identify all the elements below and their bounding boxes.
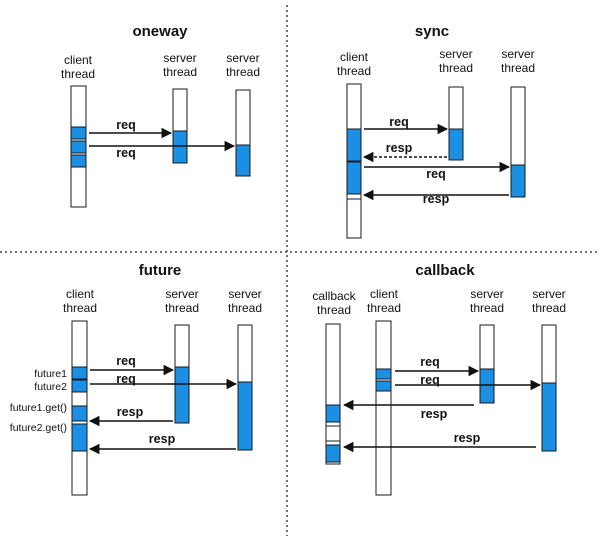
server-thread-2-label-line1: server — [501, 47, 534, 61]
panel-title: sync — [415, 23, 449, 40]
client-thread-label-line2: thread — [367, 301, 401, 315]
server-thread-1-label-line1: server — [439, 47, 472, 61]
client-active-block — [70, 154, 87, 168]
callback-thread-label-line2: thread — [317, 303, 351, 317]
server-2-active-block — [541, 382, 557, 452]
client-thread-label-line1: client — [340, 50, 369, 64]
server-thread-1-label-line2: thread — [163, 65, 197, 79]
panel-sync: sync client thread server thread server … — [337, 23, 535, 239]
panel-title: future — [139, 262, 182, 279]
callback-thread-label-line1: callback — [312, 289, 356, 303]
client-active-block — [70, 126, 87, 140]
server-thread-2-label-line2: thread — [226, 65, 260, 79]
resp-label: resp — [421, 407, 448, 421]
panel-callback: callback callback thread client thread s… — [312, 262, 566, 496]
req-label: req — [116, 118, 135, 132]
server-thread-1-label-line2: thread — [470, 301, 504, 315]
resp-label: resp — [149, 432, 176, 446]
future1-label: future1 — [34, 368, 67, 380]
panel-title: callback — [415, 262, 475, 279]
server-thread-2-label-line2: thread — [501, 61, 535, 75]
client-thread-label-line2: thread — [61, 67, 95, 81]
req-label: req — [116, 372, 135, 386]
client-active-block — [71, 379, 88, 393]
req-label: req — [420, 373, 439, 387]
callback-idle-block — [325, 425, 341, 442]
client-active-block — [71, 366, 88, 380]
server-1-active-block — [172, 130, 188, 164]
req-label: req — [116, 146, 135, 160]
client-lifeline-tail — [346, 198, 362, 239]
req-label: req — [389, 115, 408, 129]
panel-future: future client thread server thread serve… — [10, 262, 262, 496]
server-thread-2-label-line2: thread — [532, 301, 566, 315]
panel-oneway: oneway client thread server thread serve… — [61, 23, 260, 208]
client-active-block — [375, 380, 392, 392]
req-label: req — [426, 167, 445, 181]
server-thread-2-label-line1: server — [228, 287, 261, 301]
client-active-block — [71, 405, 88, 422]
client-active-block — [71, 423, 88, 452]
callback-active-block — [325, 404, 341, 423]
server-2-active-block — [237, 381, 253, 451]
client-lifeline — [375, 320, 392, 496]
client-thread-label-line2: thread — [63, 301, 97, 315]
req-label: req — [420, 355, 439, 369]
server-thread-1-label-line2: thread — [165, 301, 199, 315]
server-thread-2-label-line1: server — [226, 51, 259, 65]
server-2-active-block — [510, 164, 526, 198]
server-1-active-block — [479, 368, 495, 404]
server-1-active-block — [174, 366, 190, 424]
server-thread-1-label-line1: server — [470, 287, 503, 301]
client-thread-label-line1: client — [64, 53, 93, 67]
server-2-active-block — [235, 144, 251, 177]
callback-lifeline — [325, 323, 341, 465]
callback-active-block — [325, 444, 341, 463]
server-thread-1-label-line2: thread — [439, 61, 473, 75]
client-thread-label-line1: client — [370, 287, 399, 301]
client-active-block — [346, 128, 362, 162]
resp-label: resp — [454, 431, 481, 445]
client-thread-label-line1: client — [66, 287, 95, 301]
future1-get-label: future1.get() — [10, 402, 67, 414]
client-thread-label-line2: thread — [337, 64, 371, 78]
resp-label: resp — [386, 141, 413, 155]
client-active-block — [70, 140, 87, 154]
server-thread-2-label-line2: thread — [228, 301, 262, 315]
server-1-active-block — [448, 128, 464, 161]
client-active-block — [375, 368, 392, 380]
resp-label: resp — [423, 192, 450, 206]
server-thread-1-label-line1: server — [163, 51, 196, 65]
server-thread-1-label-line1: server — [165, 287, 198, 301]
resp-label: resp — [117, 405, 144, 419]
future2-label: future2 — [34, 381, 67, 393]
client-active-block — [346, 161, 362, 195]
req-label: req — [116, 354, 135, 368]
future2-get-label: future2.get() — [10, 422, 67, 434]
server-thread-2-label-line1: server — [532, 287, 565, 301]
panel-title: oneway — [132, 23, 188, 40]
